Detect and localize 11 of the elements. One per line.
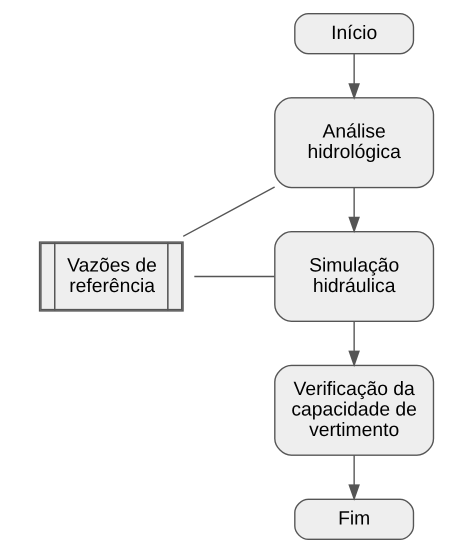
- node-box: Análise hidrológica: [274, 97, 434, 188]
- node-box: Verificação da capacidade de vertimento: [274, 364, 434, 456]
- node-box: Simulação hidráulica: [274, 230, 434, 322]
- node-box: Fim: [294, 498, 414, 540]
- arrow: [348, 456, 360, 501]
- connector: [182, 186, 275, 237]
- arrow: [348, 322, 360, 368]
- arrow: [348, 54, 360, 100]
- node-box: Início: [294, 12, 414, 54]
- arrow: [348, 188, 360, 234]
- connector: [194, 276, 274, 278]
